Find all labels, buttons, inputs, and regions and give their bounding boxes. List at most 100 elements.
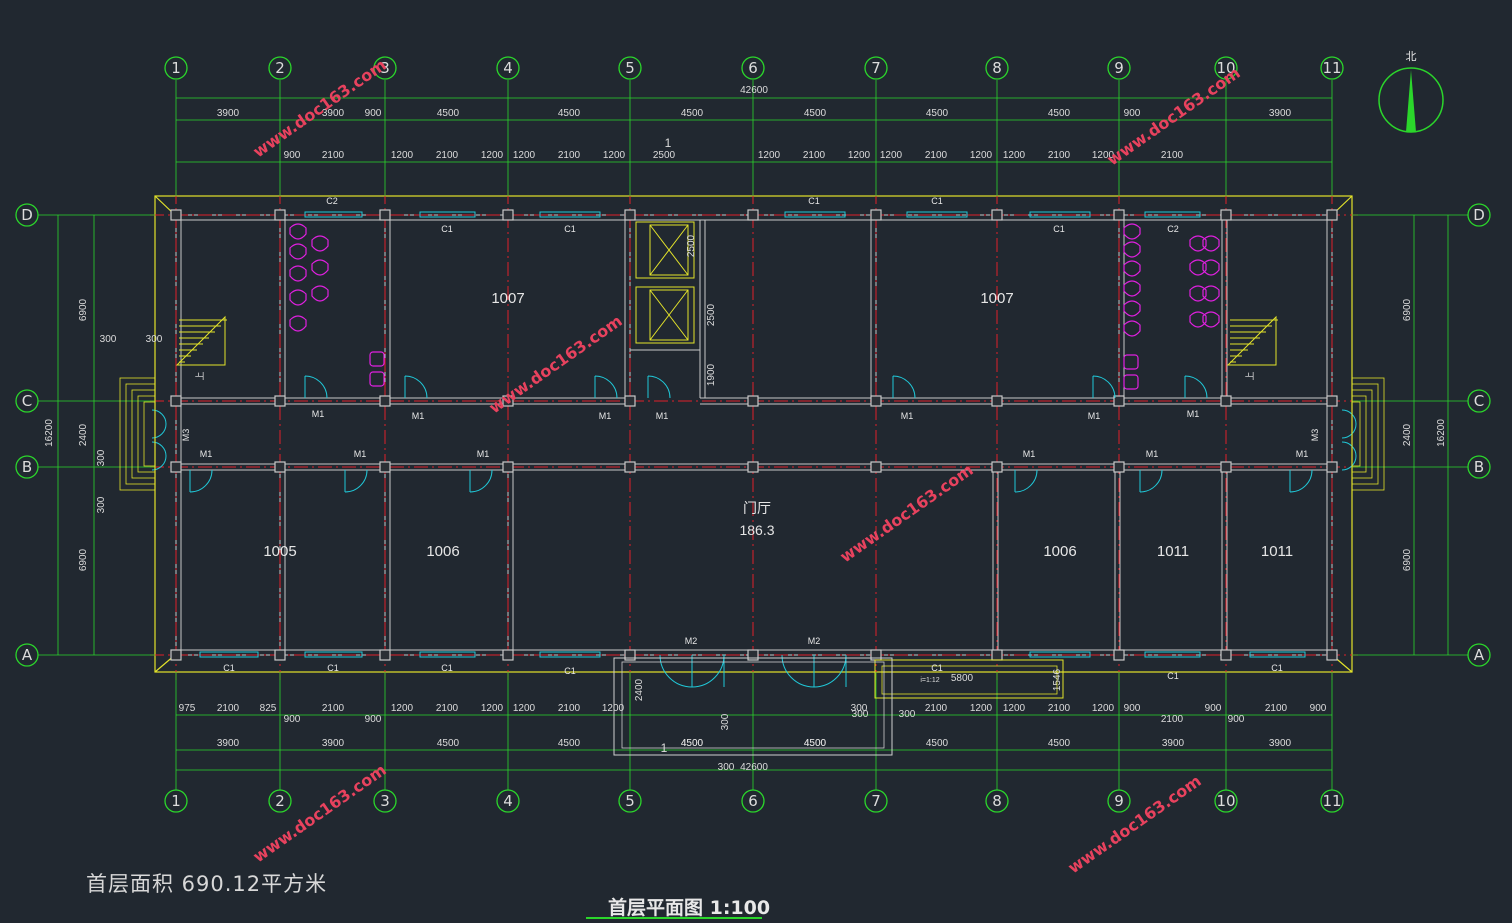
- stair-up-label: 上: [1245, 371, 1255, 380]
- door-label: M1: [1187, 409, 1200, 419]
- axis-top-5-circle: [618, 56, 642, 80]
- axis-top-2-circle: [268, 56, 292, 80]
- column: [1220, 461, 1232, 473]
- bottom-opening-dimension: 2100: [1161, 714, 1184, 725]
- column: [502, 649, 514, 661]
- top-opening-dimension: 900: [284, 150, 301, 161]
- axis-top-4-circle: [496, 56, 520, 80]
- window-label: C1: [1053, 224, 1065, 234]
- ramp-dimension: 300: [899, 709, 916, 720]
- column: [379, 209, 391, 221]
- column: [170, 209, 182, 221]
- column: [274, 649, 286, 661]
- top-bay-dimension: 3900: [217, 108, 240, 119]
- column: [274, 461, 286, 473]
- left-total-dimension: 16200: [44, 419, 55, 447]
- window-bottom: [199, 651, 259, 658]
- door-label: M1: [1146, 449, 1159, 459]
- axis-left-C-circle: [15, 389, 39, 413]
- ramp-dimension: 4500: [681, 738, 704, 749]
- toilet-fixture: [1202, 259, 1220, 276]
- windows: [199, 211, 1306, 658]
- ramp: [874, 659, 1064, 699]
- column: [502, 395, 514, 407]
- ramp-inner: [881, 665, 1058, 695]
- side-door: [151, 409, 167, 471]
- top-bay-dimension: 900: [1124, 108, 1141, 119]
- entrance-step: [137, 395, 156, 473]
- bottom-bay-dimension: 3900: [322, 738, 345, 749]
- toilet-fixture: [1202, 235, 1220, 252]
- axis-bottom-2-circle: [268, 789, 292, 813]
- window-bottom: [1249, 651, 1306, 658]
- window-label: C1: [564, 666, 576, 676]
- column: [379, 461, 391, 473]
- top-opening-dimension: 1200: [513, 150, 536, 161]
- top-opening-dimension: 2100: [558, 150, 581, 161]
- window-label: C1: [931, 196, 943, 206]
- axis-left-B-circle: [15, 455, 39, 479]
- axis-left-A-text: A: [22, 646, 33, 664]
- bottom-opening-dimension: 1200: [513, 703, 536, 714]
- elevator-shaft: [635, 286, 695, 344]
- axis-top-1-circle: [164, 56, 188, 80]
- column: [170, 649, 182, 661]
- axis-right-C-text: C: [1474, 392, 1484, 410]
- window-label: C1: [441, 224, 453, 234]
- door-label: M1: [412, 411, 425, 421]
- toilet-fixture: [1202, 311, 1220, 328]
- toilet-fixture: [1202, 285, 1220, 302]
- room-1007-right: 1007: [980, 290, 1013, 307]
- column: [747, 649, 759, 661]
- column: [991, 461, 1003, 473]
- toilet-fixture: [311, 235, 329, 252]
- toilet-fixture: [289, 243, 307, 260]
- elevator-shaft: [635, 221, 695, 279]
- axis-bottom-10-circle: [1214, 789, 1238, 813]
- ramp-width: 1546: [1052, 668, 1063, 691]
- toilet-fixture: [1123, 260, 1141, 277]
- door-label: M1: [477, 449, 490, 459]
- door-label: M1: [656, 411, 669, 421]
- north-arrow: 北: [1378, 50, 1444, 133]
- door-swing: [469, 469, 493, 493]
- bottom-bay-dimension: 4500: [804, 738, 827, 749]
- entrance-step: [125, 383, 156, 485]
- stair-flight: [1230, 319, 1278, 363]
- stairs: [119, 221, 1385, 756]
- door-label: M1: [200, 449, 213, 459]
- axis-right-A-text: A: [1474, 646, 1485, 664]
- left-misc-dimension: 300: [96, 496, 107, 513]
- bottom-opening-dimension: 2100: [217, 703, 240, 714]
- axis-bottom-1-text: 1: [171, 792, 181, 810]
- right-total-dimension: 16200: [1436, 419, 1447, 447]
- entrance-step: [1351, 383, 1379, 485]
- top-opening-dimension: 1200: [603, 150, 626, 161]
- bottom-bay-dimension: 4500: [926, 738, 949, 749]
- axis-top-3-text: 3: [380, 59, 390, 77]
- axis-bottom-6-circle: [741, 789, 765, 813]
- toilet-fixture: [289, 289, 307, 306]
- window-label: C2: [1167, 224, 1179, 234]
- ramp-dimension: 300: [720, 713, 731, 730]
- top-opening-dimension: 1200: [1092, 150, 1115, 161]
- top-bay-dimension: 3900: [322, 108, 345, 119]
- floor-area-note: 首层面积 690.12平方米: [86, 872, 328, 896]
- top-bay-dimension: 4500: [681, 108, 704, 119]
- dimension-lines: [38, 80, 1468, 790]
- axis-bottom-5-circle: [618, 789, 642, 813]
- toilet-fixture: [1123, 280, 1141, 297]
- axis-bottom-11-text: 11: [1322, 792, 1341, 810]
- axis-top-6-circle: [741, 56, 765, 80]
- bottom-opening-dimension: 1200: [1092, 703, 1115, 714]
- window-label: C1: [327, 663, 339, 673]
- room-1011-a: 1011: [1157, 543, 1189, 560]
- window-label: C1: [1167, 671, 1179, 681]
- bottom-bay-dimension: 4500: [1048, 738, 1071, 749]
- watermark-text: www.doc163.com: [836, 460, 976, 566]
- column: [870, 461, 882, 473]
- axis-left-D-text: D: [21, 206, 33, 224]
- bottom-opening-dimension: 2100: [436, 703, 459, 714]
- entrance-step: [119, 377, 156, 491]
- axis-bottom-9-circle: [1107, 789, 1131, 813]
